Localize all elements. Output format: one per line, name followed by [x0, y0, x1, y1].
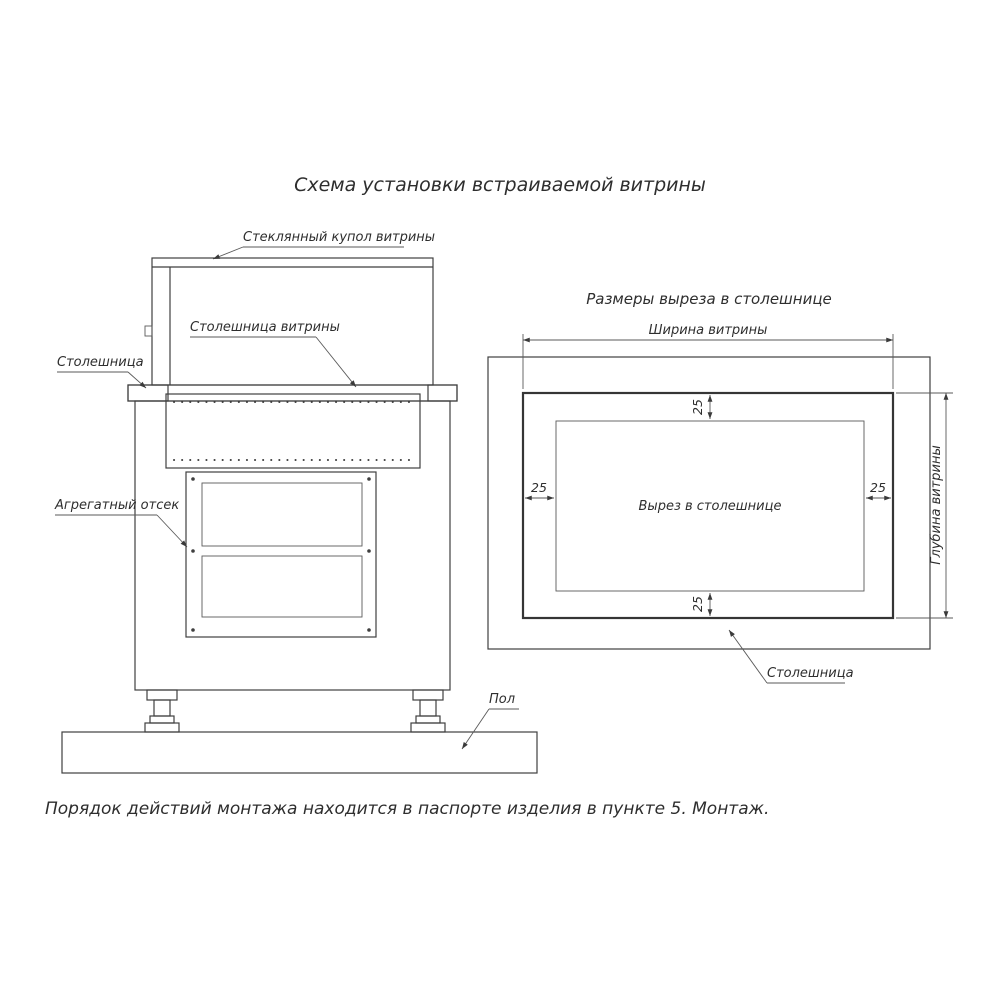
showcase-side-view: Стеклянный купол витрины Столешница витр…: [54, 230, 538, 774]
countertop-slab: [487, 356, 931, 650]
offset-bottom-label: 25: [690, 596, 705, 612]
vent-grille-upper: [201, 482, 363, 547]
footer-note: Порядок действий монтажа находится в пас…: [45, 799, 769, 819]
unit-bay-label: Агрегатный отсек: [54, 498, 179, 513]
cutout-label-group: Вырез в столешнице: [612, 495, 808, 516]
glass-dome-label: Стеклянный купол витрины: [243, 230, 435, 245]
cutout-label: Вырез в столешнице: [639, 499, 782, 514]
floor-label: Пол: [489, 692, 515, 707]
offset-right-dimension: 25: [866, 480, 891, 501]
cutout-section-title: Размеры выреза в столешнице: [586, 290, 832, 308]
depth-dimension: Глубина витрины: [896, 392, 953, 619]
showcase-top-callout: Столешница витрины: [190, 320, 357, 388]
cutout-opening: [521, 391, 895, 620]
showcase-footprint: [555, 420, 865, 592]
countertop-label: Столешница: [57, 355, 144, 370]
cutout-plan-view: Размеры выреза в столешнице Вырез в стол…: [487, 290, 953, 684]
showcase-top-label: Столешница витрины: [190, 320, 340, 335]
leg-right: [410, 689, 446, 733]
width-dimension: Ширина витрины: [522, 323, 894, 389]
countertop-left-piece: [127, 384, 169, 402]
cabinet-body: [134, 400, 451, 691]
vent-grille-lower: [201, 555, 363, 618]
screw-dot: [367, 549, 371, 553]
screw-dot: [367, 477, 371, 481]
offset-top-label: 25: [690, 399, 705, 415]
offset-left-dimension: 25: [525, 480, 554, 501]
countertop-band: [127, 384, 458, 402]
offset-left-label: 25: [531, 480, 547, 495]
leg-left: [144, 689, 180, 733]
width-dimension-label: Ширина витрины: [649, 323, 768, 338]
offset-bottom-dimension: 25: [690, 593, 713, 616]
unit-bay-callout: Агрегатный отсек: [54, 498, 188, 548]
screw-dot: [191, 549, 195, 553]
countertop-right-piece: [427, 384, 458, 402]
upper-front-panel: [165, 393, 421, 469]
offset-top-dimension: 25: [690, 395, 713, 419]
glass-dome-callout: Стеклянный купол витрины: [212, 230, 435, 260]
depth-dimension-label: Глубина витрины: [929, 445, 944, 564]
screw-dot: [191, 628, 195, 632]
unit-bay-panel: [185, 471, 377, 638]
countertop-callout: Столешница: [57, 355, 147, 389]
countertop-plan-label: Столешница: [767, 666, 854, 681]
dome-hinge: [144, 325, 153, 337]
screw-dot: [367, 628, 371, 632]
diagram-title: Схема установки встраиваемой витрины: [294, 174, 706, 196]
offset-right-label: 25: [870, 480, 886, 495]
floor-callout: Пол: [461, 692, 519, 750]
countertop-plan-callout: Столешница: [728, 629, 854, 684]
screw-dot: [191, 477, 195, 481]
cutout-label-backing: [612, 495, 808, 516]
floor-band: [61, 731, 538, 774]
